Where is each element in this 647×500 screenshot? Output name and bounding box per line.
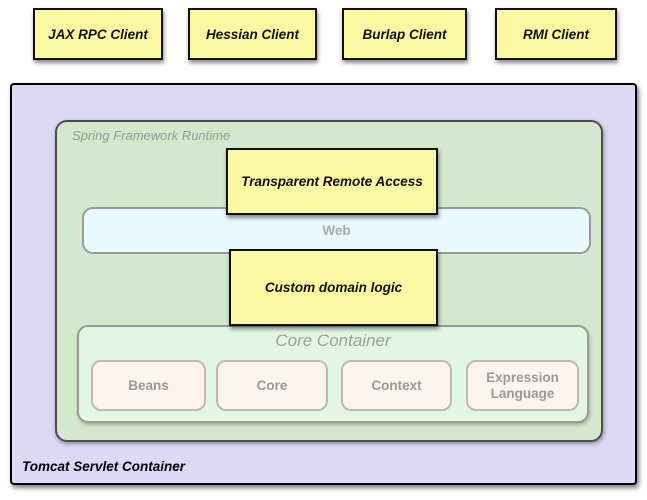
client-box-rmi: RMI Client: [495, 8, 617, 60]
transparent-remote-access-box: Transparent Remote Access: [226, 148, 438, 215]
module-label: Core: [257, 378, 288, 394]
client-box-burlap: Burlap Client: [342, 8, 467, 60]
module-label: Context: [371, 378, 421, 394]
module-box-context: Context: [341, 360, 452, 411]
custom-domain-logic-box: Custom domain logic: [229, 249, 438, 326]
client-box-hessian: Hessian Client: [188, 8, 317, 60]
module-box-core: Core: [216, 360, 328, 411]
module-box-expression-language: Expression Language: [466, 360, 579, 411]
client-box-label: JAX RPC Client: [48, 27, 148, 42]
client-box-label: RMI Client: [523, 27, 589, 42]
module-box-beans: Beans: [91, 360, 206, 411]
core-container: Core Container Beans Core Context Expres…: [77, 325, 589, 423]
transparent-remote-access-label: Transparent Remote Access: [241, 174, 423, 189]
spring-framework-runtime: Spring Framework Runtime Web Transparent…: [55, 120, 603, 442]
web-layer-label: Web: [322, 223, 350, 238]
tomcat-servlet-container: Spring Framework Runtime Web Transparent…: [10, 83, 637, 485]
client-box-label: Hessian Client: [206, 27, 299, 42]
core-container-label: Core Container: [79, 331, 587, 351]
tomcat-servlet-container-label: Tomcat Servlet Container: [22, 459, 185, 474]
module-label: Beans: [128, 378, 169, 394]
custom-domain-logic-label: Custom domain logic: [265, 280, 402, 295]
module-label: Expression Language: [474, 370, 571, 401]
client-box-label: Burlap Client: [362, 27, 446, 42]
spring-framework-runtime-label: Spring Framework Runtime: [72, 128, 230, 143]
client-box-jax-rpc: JAX RPC Client: [33, 8, 163, 60]
